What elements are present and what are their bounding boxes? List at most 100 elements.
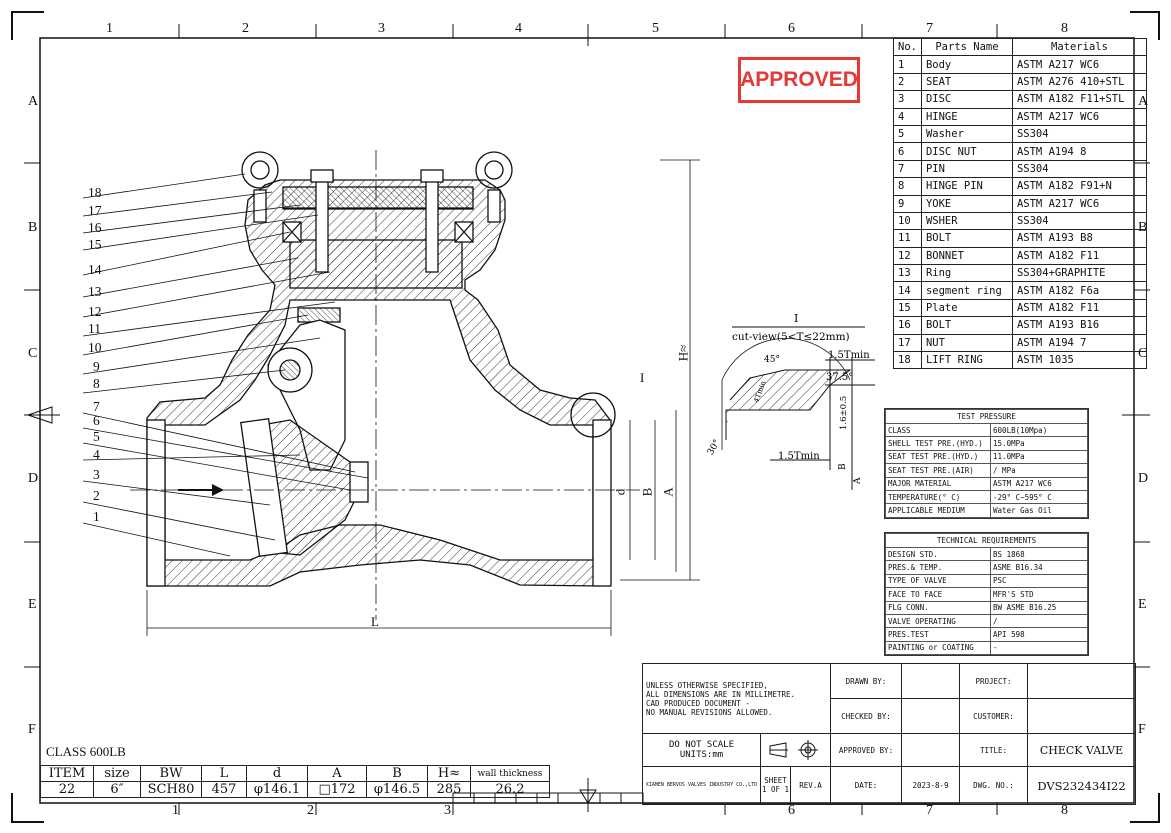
part-no: 14 — [893, 281, 922, 300]
note-line-1: UNLESS OTHERWISE SPECIFIED, — [646, 680, 768, 690]
tech-req-row: FLG CONN.BW ASME B16.25 — [884, 600, 1088, 615]
zone-col-1-bottom: 1 — [172, 803, 179, 818]
part-no: 10 — [893, 211, 922, 231]
tech-req-value: PSC — [990, 573, 1088, 589]
customer-label: CUSTOMER: — [960, 699, 1028, 734]
part-no: 12 — [893, 246, 922, 266]
dim-l: L — [371, 614, 379, 629]
test-pressure-value: / MPa — [990, 463, 1088, 478]
part-material: ASTM A193 B16 — [1011, 316, 1147, 335]
parts-table-header: No. Parts Name Materials — [893, 37, 1147, 57]
zone-col-2-bottom: 2 — [307, 803, 314, 818]
test-pressure-label: SEAT TEST PRE.(AIR) — [884, 463, 992, 478]
tech-req-value: BW ASME B16.25 — [990, 600, 1088, 615]
part-material: ASTM A194 7 — [1011, 333, 1147, 353]
test-pressure-row: SEAT TEST PRE.(HYD.)11.0MPa — [884, 449, 1088, 465]
test-pressure-value: 15.0MPa — [990, 436, 1088, 451]
projection-symbol — [761, 734, 831, 767]
part-no: 5 — [893, 124, 922, 144]
title-block: UNLESS OTHERWISE SPECIFIED, ALL DIMENSIO… — [642, 663, 1136, 805]
part-material: SS304+GRAPHITE — [1011, 264, 1147, 283]
balloon-12: 12 — [88, 304, 102, 319]
part-material: ASTM A217 WC6 — [1011, 107, 1147, 126]
drawn-by-value — [902, 664, 960, 699]
test-pressure-row: TEMPERATURE(° C)-29° C~595° C — [884, 489, 1088, 505]
tech-req-label: PRES.& TEMP. — [884, 560, 992, 575]
part-material: ASTM A182 F11+STL — [1011, 90, 1147, 109]
dims-value: □172 — [307, 781, 367, 798]
part-material: SS304 — [1011, 159, 1147, 179]
test-pressure-value: ASTM A217 WC6 — [990, 476, 1088, 491]
cutview-dim-3: 45° — [764, 355, 780, 365]
part-name: HINGE — [920, 107, 1013, 126]
part-name: PIN — [920, 159, 1013, 179]
note-line-2: ALL DIMENSIONS ARE IN MILLIMETRE. — [646, 689, 796, 699]
technical-requirements-table: TECHNICAL REQUIREMENTS DESIGN STD.BS 186… — [884, 532, 1089, 657]
test-pressure-row: SHELL TEST PRE.(HYD.)15.0MPa — [884, 436, 1088, 451]
test-pressure-value: Water Gas Oil — [990, 503, 1088, 518]
tech-req-value: / — [990, 613, 1088, 629]
zone-row-d-right: D — [1138, 471, 1149, 486]
zone-col-8-bottom: 8 — [1061, 803, 1068, 818]
part-no: 7 — [893, 159, 922, 179]
tech-req-value: BS 1868 — [990, 546, 1088, 562]
dims-header: wall thickness — [470, 765, 550, 782]
tech-req-row: VALVE OPERATING/ — [884, 613, 1088, 629]
part-no: 16 — [893, 316, 922, 335]
dims-value: 285 — [427, 781, 471, 798]
part-name: DISC NUT — [920, 142, 1013, 161]
dims-value: SCH80 — [140, 781, 202, 798]
part-no: 2 — [893, 72, 922, 92]
part-name: Washer — [920, 124, 1013, 144]
date-label: DATE: — [831, 767, 902, 804]
tech-req-value: API 598 — [990, 627, 1088, 642]
part-name: LIFT RING — [920, 351, 1013, 370]
part-material: ASTM A217 WC6 — [1011, 55, 1147, 74]
part-material: ASTM A182 F11 — [1011, 246, 1147, 266]
drawn-by-label: DRAWN BY: — [831, 664, 902, 699]
balloon-7: 7 — [93, 399, 100, 414]
test-pressure-label: SEAT TEST PRE.(HYD.) — [884, 449, 992, 465]
date-value: 2023-8-9 — [902, 767, 960, 804]
part-material: ASTM 1035 — [1011, 351, 1147, 370]
part-name: Plate — [920, 298, 1013, 318]
part-no: 15 — [893, 298, 922, 318]
zone-row-a: A — [28, 94, 39, 109]
part-name: SEAT — [920, 72, 1013, 92]
dwg-no-label: DWG. NO.: — [960, 767, 1028, 804]
part-name: BOLT — [920, 316, 1013, 335]
dims-header: size — [93, 765, 141, 782]
note-line-4: NO MANUAL REVISIONS ALLOWED. — [646, 707, 773, 717]
test-pressure-label: CLASS — [884, 422, 992, 438]
cutview-caption: cut-view(5<T≤22mm) — [732, 331, 850, 343]
dims-value: φ146.5 — [366, 781, 428, 798]
balloon-9: 9 — [93, 359, 100, 374]
zone-row-f-right: F — [1138, 722, 1146, 737]
zone-col-3-bottom: 3 — [444, 803, 451, 818]
balloon-17: 17 — [88, 203, 102, 218]
detail-marker: I — [640, 370, 645, 385]
balloon-8: 8 — [93, 376, 100, 391]
zone-col-5: 5 — [652, 21, 659, 36]
part-material: SS304 — [1011, 211, 1147, 231]
cutview-dim-4: 1.5Tmin — [778, 451, 820, 462]
customer-value — [1028, 699, 1135, 734]
dim-h: H≈ — [675, 344, 691, 362]
part-no: 18 — [893, 351, 922, 370]
tech-req-label: PAINTING or COATING — [884, 640, 992, 656]
dim-a: A — [660, 487, 676, 497]
test-pressure-value: 600LB(10Mpa) — [990, 422, 1088, 438]
test-pressure-title: TEST PRESSURE — [885, 409, 1088, 424]
tech-req-label: TYPE OF VALVE — [884, 573, 992, 589]
